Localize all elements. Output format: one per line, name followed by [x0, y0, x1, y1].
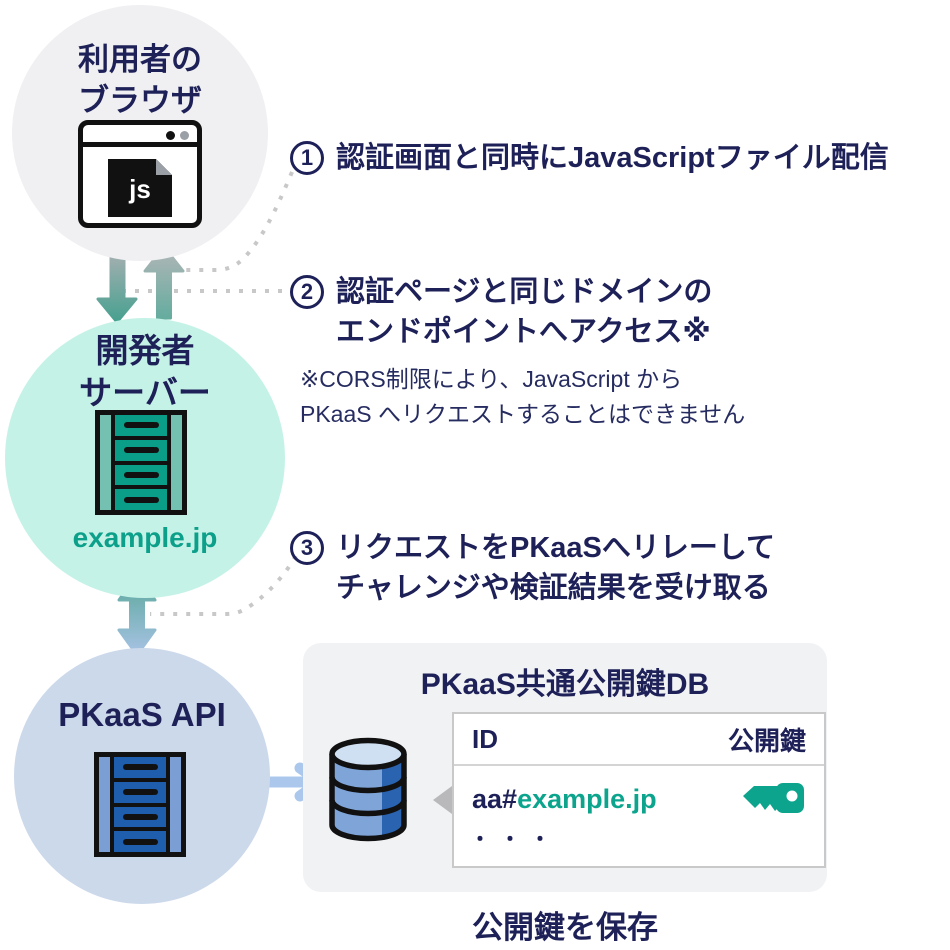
step-3-text-line2: チャレンジや検証結果を受け取る: [336, 572, 771, 605]
table-row-ellipsis: ・・・: [470, 829, 560, 851]
developer-server-rack-icon: [95, 410, 187, 515]
table-pointer-triangle: [433, 786, 452, 814]
database-cylinder-icon: [329, 737, 407, 842]
step-2-annotation: 2 認証ページと同じドメインの エンドポイントへアクセス※: [290, 272, 712, 352]
js-file-icon: js: [108, 159, 172, 217]
db-panel-caption: 公開鍵を保存: [472, 910, 658, 945]
developer-domain-label: example.jp: [72, 522, 218, 553]
column-header-id: ID: [472, 723, 498, 754]
developer-server-label: 開発者 サーバー: [5, 330, 285, 414]
developer-label-line2: サーバー: [79, 374, 211, 412]
step-1-text: 認証画面と同時にJavaScriptファイル配信: [336, 142, 889, 174]
row-id-prefix: aa#: [472, 783, 518, 814]
developer-label-line1: 開発者: [95, 332, 195, 369]
browser-dot-icon: [180, 131, 189, 140]
browser-window-icon: js: [78, 120, 202, 228]
step-1-annotation: 1 認証画面と同時にJavaScriptファイル配信: [290, 138, 889, 178]
table-row: aa# example.jp: [454, 766, 824, 819]
step-3-text-line1: リクエストをPKaaSへリレーして: [336, 532, 776, 564]
step-2-text-line2: エンドポイントへアクセス※: [336, 316, 711, 349]
step-2-text-line1: 認証ページと同じドメインの: [336, 276, 713, 308]
key-icon: [743, 783, 804, 813]
browser-dot-icon: [166, 131, 175, 140]
browser-label-line2: ブラウザ: [78, 82, 202, 118]
step-3-annotation: 3 リクエストをPKaaSへリレーして チャレンジや検証結果を受け取る: [290, 528, 775, 608]
browser-node-label: 利用者の ブラウザ: [12, 40, 268, 122]
pkaas-server-rack-icon: [94, 752, 186, 857]
pkaas-api-label: PKaaS API: [58, 696, 226, 733]
db-panel-title: PKaaS共通公開鍵DB: [420, 668, 710, 701]
js-file-label: js: [129, 173, 151, 204]
cors-note-line2: PKaaS へリクエストすることはできません: [300, 400, 746, 427]
step-2-number-badge: 2: [290, 275, 324, 309]
browser-label-line1: 利用者の: [78, 42, 202, 77]
step-3-number-badge: 3: [290, 531, 324, 565]
cors-note-line1: ※CORS制限により、JavaScript から: [300, 366, 683, 392]
public-key-table: ID 公開鍵 aa# example.jp ・・・: [452, 712, 826, 868]
column-header-public-key: 公開鍵: [727, 725, 806, 756]
cors-note: ※CORS制限により、JavaScript から PKaaS へリクエストするこ…: [300, 362, 745, 431]
row-id-domain: example.jp: [517, 783, 657, 814]
arrow-browser-to-server: [96, 252, 138, 324]
browser-titlebar: [83, 125, 197, 147]
step-1-number-badge: 1: [290, 141, 324, 175]
table-header-row: ID 公開鍵: [454, 714, 824, 766]
